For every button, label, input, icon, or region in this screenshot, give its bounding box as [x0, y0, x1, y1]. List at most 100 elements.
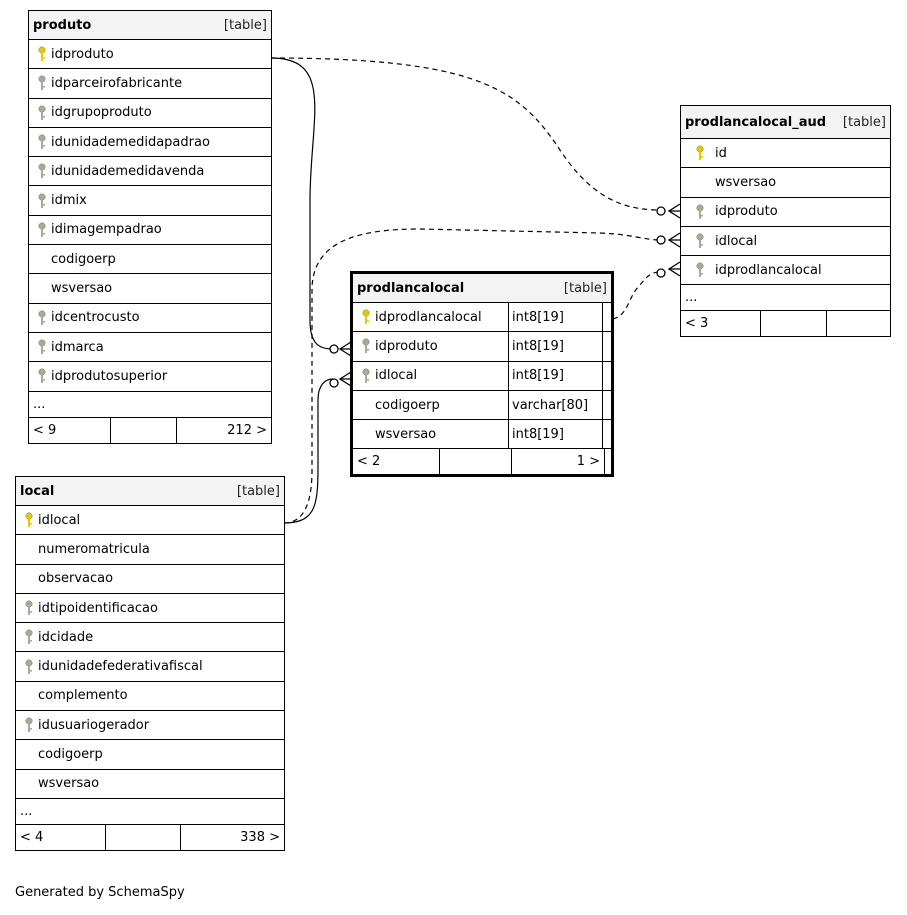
column-row[interactable]: idproduto int8[19]	[353, 332, 611, 362]
column-label[interactable]: idproduto	[375, 338, 438, 354]
table-header[interactable]: prodlancalocal_aud [table]	[681, 106, 890, 139]
column-row[interactable]: idprodutosuperior	[29, 362, 271, 392]
column-name-cell: idmix	[29, 186, 271, 214]
primary-key-icon	[33, 46, 51, 62]
generated-by-credit[interactable]: Generated by SchemaSpy	[15, 885, 185, 900]
column-row[interactable]: idlocal	[681, 227, 890, 257]
column-row[interactable]: wsversao	[681, 168, 890, 198]
table-produto[interactable]: produto [table] idproduto idparceirofabri…	[28, 10, 272, 444]
table-local[interactable]: local [table] idlocal numeromatricula obse…	[15, 476, 285, 851]
column-row[interactable]: idlocal	[16, 506, 284, 536]
column-row[interactable]: idmix	[29, 186, 271, 216]
column-label[interactable]: idgrupoproduto	[51, 105, 152, 121]
column-label[interactable]: idtipoidentificacao	[38, 600, 158, 616]
column-name-cell: idproduto	[29, 40, 271, 68]
column-label[interactable]: id	[715, 145, 727, 161]
column-label[interactable]: idprodutosuperior	[51, 368, 168, 384]
column-label[interactable]: codigoerp	[38, 747, 103, 763]
column-row[interactable]: wsversao	[29, 274, 271, 304]
rows-count[interactable]: 212 >	[176, 417, 271, 443]
foreign-key-icon	[357, 368, 375, 384]
column-label[interactable]: idunidademedidavenda	[51, 163, 205, 179]
column-row[interactable]: idcentrocusto	[29, 304, 271, 333]
column-row[interactable]: idgrupoproduto	[29, 99, 271, 128]
column-label[interactable]: idprodlancalocal	[375, 309, 482, 325]
column-row[interactable]: idproduto	[29, 40, 271, 70]
parents-count[interactable]: < 4	[20, 829, 44, 845]
column-row[interactable]: wsversao	[16, 770, 284, 799]
column-label[interactable]: idusuariogerador	[38, 717, 150, 733]
column-row[interactable]: numeromatricula	[16, 535, 284, 565]
column-label[interactable]: idlocal	[375, 368, 418, 384]
column-type: int8[19]	[508, 303, 602, 332]
rows-count[interactable]: 1 >	[511, 449, 605, 475]
rows-count[interactable]: 338 >	[180, 824, 284, 850]
primary-key-icon	[357, 309, 375, 325]
column-label[interactable]: codigoerp	[375, 397, 440, 413]
column-row[interactable]: idprodlancalocal	[681, 256, 890, 286]
column-row[interactable]: idtipoidentificacao	[16, 594, 284, 624]
column-label[interactable]: idlocal	[715, 233, 758, 249]
table-prodlancalocal-aud[interactable]: prodlancalocal_aud [table] id wsversao idp…	[680, 105, 891, 338]
column-label[interactable]: numeromatricula	[38, 541, 150, 557]
footer-spacer	[105, 824, 180, 850]
column-row[interactable]: codigoerp	[16, 740, 284, 770]
table-header[interactable]: prodlancalocal [table]	[353, 274, 611, 303]
column-row[interactable]: idproduto	[681, 198, 890, 227]
column-label[interactable]: idproduto	[51, 46, 114, 62]
column-row[interactable]: idunidademedidapadrao	[29, 128, 271, 158]
table-name[interactable]: local	[20, 483, 55, 499]
column-label[interactable]: complemento	[38, 688, 128, 704]
column-row[interactable]: idprodlancalocal int8[19]	[353, 303, 611, 333]
parents-count[interactable]: < 3	[685, 316, 709, 332]
column-label[interactable]: idproduto	[715, 204, 778, 220]
foreign-key-icon	[33, 368, 51, 384]
column-type: int8[19]	[508, 332, 602, 361]
table-footer: < 2 1 >	[353, 449, 611, 475]
column-extra	[602, 420, 611, 449]
column-label[interactable]: wsversao	[715, 174, 777, 190]
foreign-key-icon	[33, 163, 51, 179]
parents-count[interactable]: < 9	[33, 422, 57, 438]
parents-count[interactable]: < 2	[357, 454, 381, 470]
table-header[interactable]: produto [table]	[29, 11, 271, 40]
column-row[interactable]: idimagempadrao	[29, 216, 271, 246]
column-row[interactable]: idunidademedidavenda	[29, 157, 271, 187]
column-row[interactable]: complemento	[16, 682, 284, 712]
table-name[interactable]: prodlancalocal_aud	[685, 114, 827, 130]
foreign-key-icon	[33, 310, 51, 326]
column-row[interactable]: idunidadefederativafiscal	[16, 652, 284, 682]
column-row[interactable]: codigoerp	[29, 245, 271, 275]
column-label[interactable]: observacao	[38, 571, 114, 587]
column-name-cell: complemento	[16, 682, 284, 710]
column-label[interactable]: idunidademedidapadrao	[51, 134, 210, 150]
column-row[interactable]: idcidade	[16, 623, 284, 653]
column-label[interactable]: idmarca	[51, 339, 104, 355]
table-name[interactable]: produto	[33, 17, 92, 33]
column-label[interactable]: idcentrocusto	[51, 310, 140, 326]
column-row[interactable]: observacao	[16, 565, 284, 594]
column-label[interactable]: idimagempadrao	[51, 222, 162, 238]
column-label[interactable]: wsversao	[375, 426, 437, 442]
column-label[interactable]: idmix	[51, 193, 87, 209]
column-label[interactable]: codigoerp	[51, 251, 116, 267]
column-label[interactable]: idcidade	[38, 629, 94, 645]
column-row[interactable]: idusuariogerador	[16, 711, 284, 741]
column-label[interactable]: wsversao	[51, 281, 113, 297]
table-name[interactable]: prodlancalocal	[357, 280, 465, 296]
column-row[interactable]: id	[681, 139, 890, 169]
column-label[interactable]: idprodlancalocal	[715, 262, 822, 278]
column-label[interactable]: wsversao	[38, 776, 100, 792]
column-label[interactable]: idlocal	[38, 512, 81, 528]
column-name-cell: idunidademedidavenda	[29, 157, 271, 185]
column-label[interactable]: idunidadefederativafiscal	[38, 659, 203, 675]
column-row[interactable]: idparceirofabricante	[29, 69, 271, 99]
table-header[interactable]: local [table]	[16, 477, 284, 506]
column-row[interactable]: idmarca	[29, 333, 271, 363]
column-label[interactable]: idparceirofabricante	[51, 75, 183, 91]
table-footer: < 9 212 >	[29, 417, 271, 443]
